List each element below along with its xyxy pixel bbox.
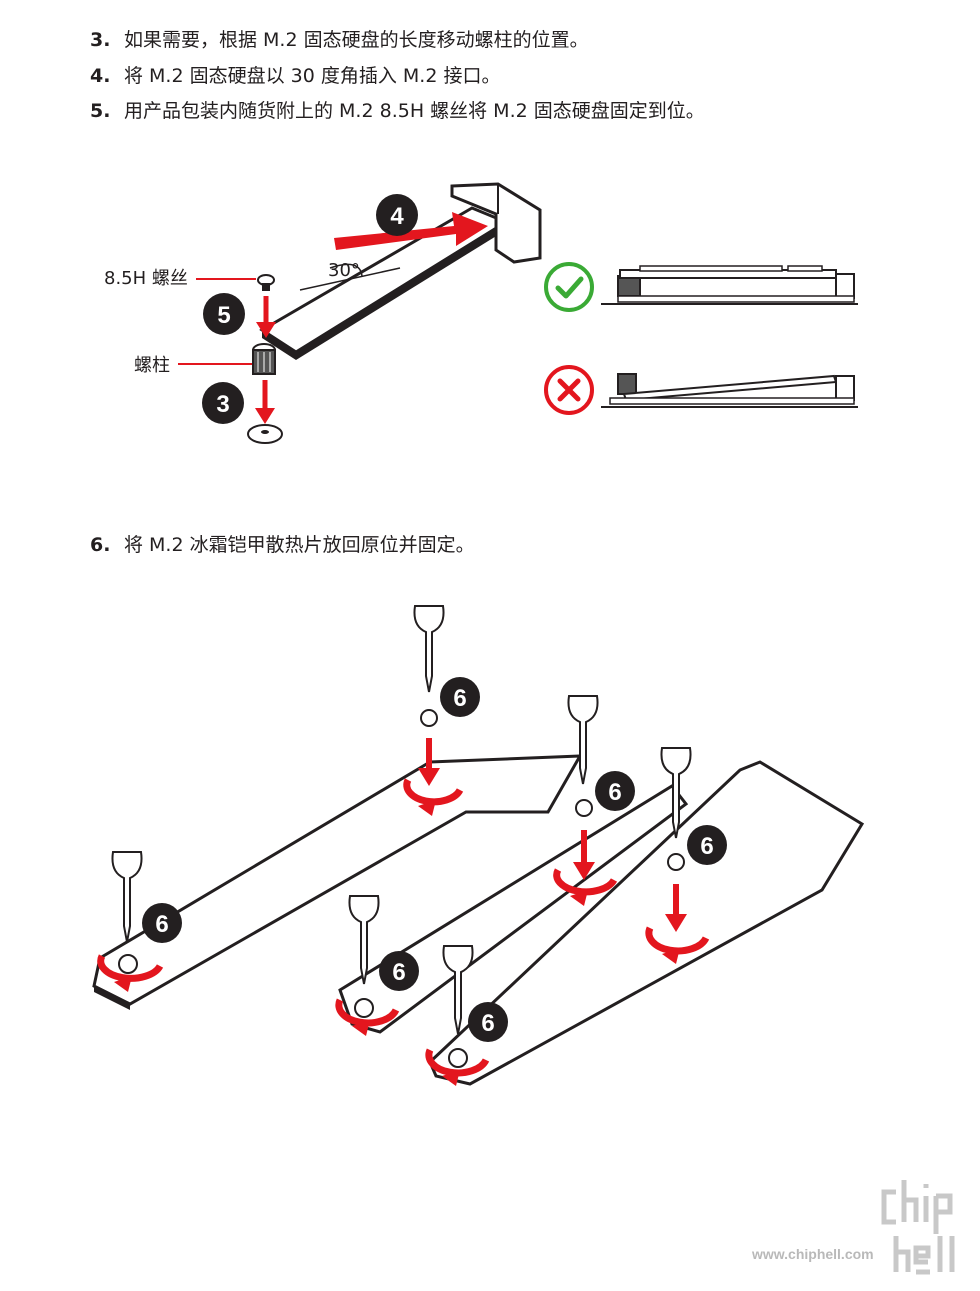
step-6: 6. 将 M.2 冰霜铠甲散热片放回原位并固定。 (90, 533, 475, 557)
step-badge-5: 5 (203, 293, 245, 335)
step-badge-6: 6 (379, 951, 419, 991)
washer-icon (247, 424, 283, 444)
correct-side-view (601, 265, 858, 305)
step-badge-6: 6 (687, 825, 727, 865)
standoff-icon (252, 343, 276, 375)
step-5: 5. 用产品包装内随货附上的 M.2 8.5H 螺丝将 M.2 固态硬盘固定到位。 (90, 99, 705, 123)
step-badge-6: 6 (595, 771, 635, 811)
heatsink-diagram (92, 605, 865, 1086)
step-text: 将 M.2 冰霜铠甲散热片放回原位并固定。 (124, 534, 475, 556)
step-number: 5. (90, 100, 111, 122)
screwdriver-icon (111, 851, 143, 943)
step-badge-3: 3 (202, 382, 244, 424)
cross-circle-icon (544, 365, 594, 415)
step-number: 4. (90, 65, 111, 87)
svg-text:6: 6 (608, 779, 621, 806)
step-badge-4: 4 (376, 194, 418, 236)
svg-text:6: 6 (155, 911, 168, 938)
step-3: 3. 如果需要，根据 M.2 固态硬盘的长度移动螺柱的位置。 (90, 28, 589, 52)
svg-text:6: 6 (481, 1010, 494, 1037)
step-text: 将 M.2 固态硬盘以 30 度角插入 M.2 接口。 (124, 65, 501, 87)
step-text: 用产品包装内随货附上的 M.2 8.5H 螺丝将 M.2 固态硬盘固定到位。 (124, 100, 705, 122)
screw-icon (257, 274, 275, 291)
svg-text:6: 6 (453, 685, 466, 712)
svg-text:6: 6 (392, 959, 405, 986)
svg-text:3: 3 (216, 391, 229, 418)
svg-text:4: 4 (390, 203, 404, 230)
step-text: 如果需要，根据 M.2 固态硬盘的长度移动螺柱的位置。 (124, 29, 589, 51)
screwdriver-icon (660, 747, 692, 839)
ssd-drawing (259, 182, 542, 360)
screwdriver-icon (567, 695, 599, 785)
screwdriver-icon (348, 895, 380, 985)
step-number: 6. (90, 534, 111, 556)
screw-label: 8.5H 螺丝 (104, 268, 188, 289)
screwdriver-icon (442, 945, 474, 1035)
watermark-url: www.chiphell.com (752, 1246, 874, 1262)
screwdriver-icon (413, 605, 445, 693)
svg-text:6: 6 (700, 833, 713, 860)
step-badge-6: 6 (440, 677, 480, 717)
svg-text:5: 5 (217, 302, 230, 329)
step-4: 4. 将 M.2 固态硬盘以 30 度角插入 M.2 接口。 (90, 64, 500, 88)
chiphell-logo (881, 1180, 955, 1275)
insert-arrow (334, 212, 488, 250)
standoff-label: 螺柱 (134, 355, 170, 376)
angle-label: 30° (328, 260, 360, 281)
wrong-side-view (601, 373, 858, 408)
check-circle-icon (544, 262, 594, 312)
step-badge-6: 6 (142, 903, 182, 943)
step-badge-6: 6 (468, 1002, 508, 1042)
step-number: 3. (90, 29, 111, 51)
